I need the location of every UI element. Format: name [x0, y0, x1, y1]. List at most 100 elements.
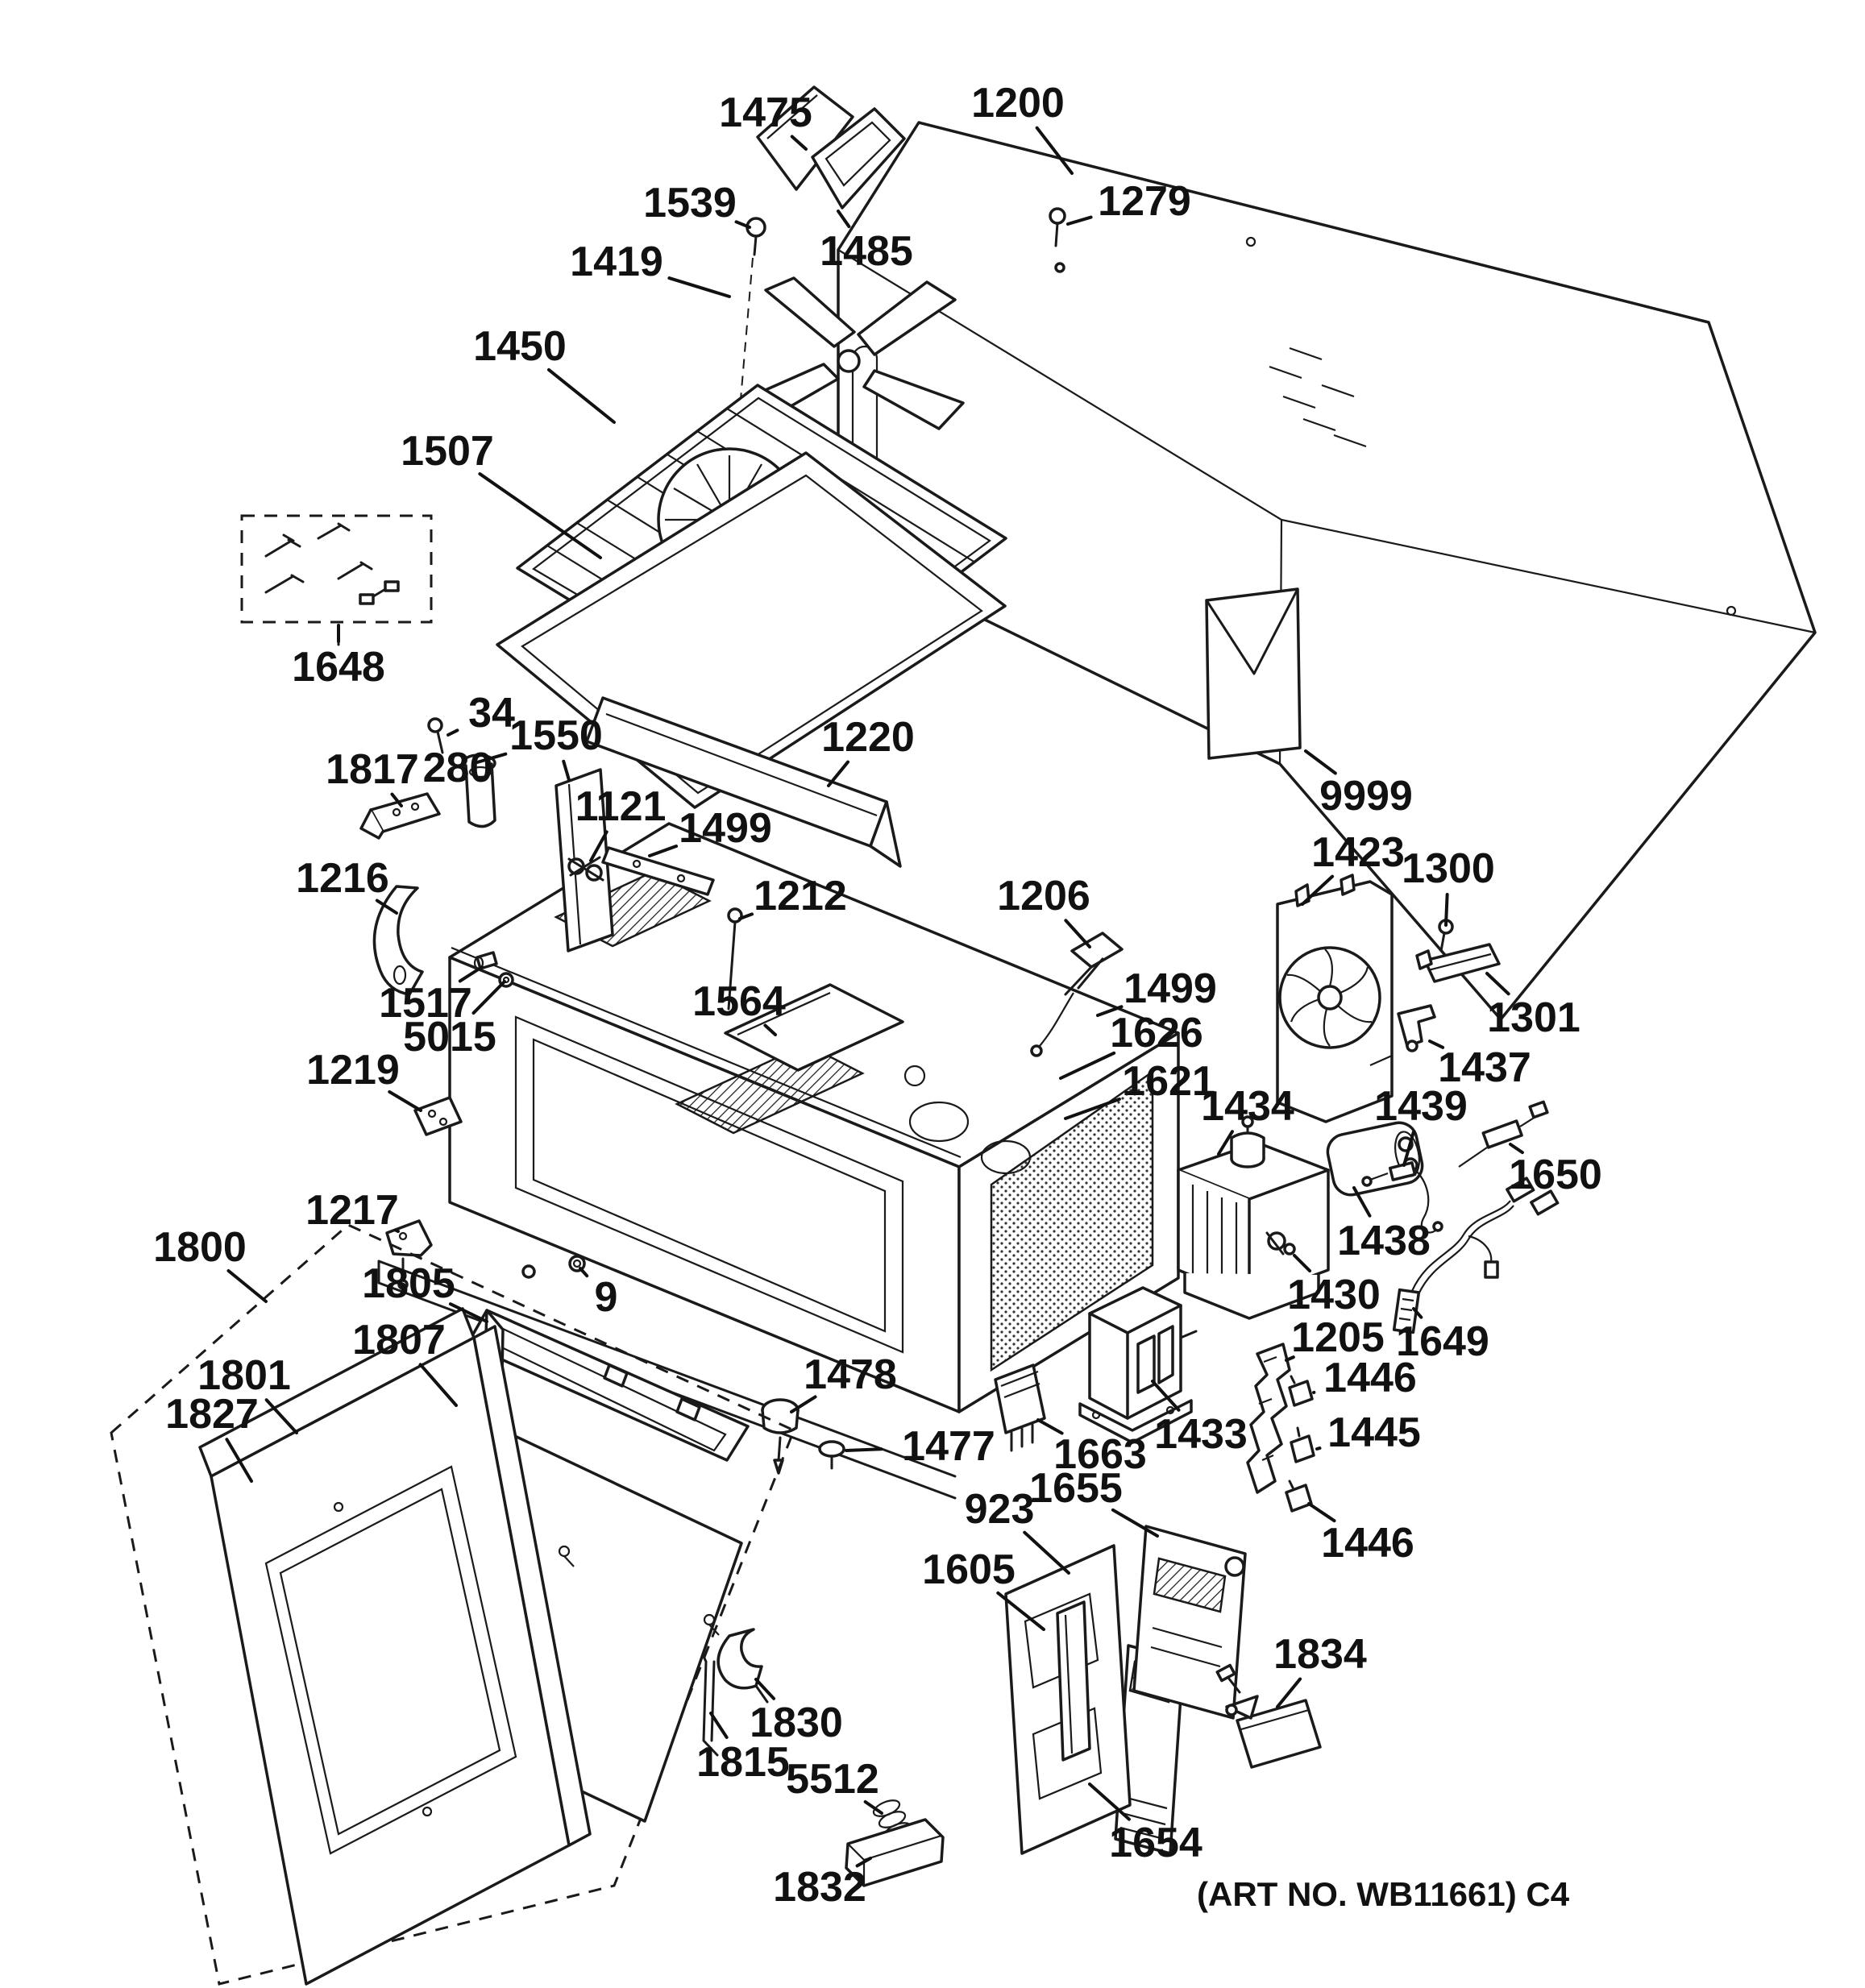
leader-line-5015 — [471, 980, 506, 1015]
leader-line-1827 — [225, 1438, 253, 1483]
roller-1477 — [818, 1440, 845, 1470]
part-label-1817-13: 1817 — [326, 746, 419, 793]
part-label-1517-28: 1517 — [379, 980, 472, 1027]
plate-1301 — [1415, 943, 1501, 983]
leader-line-1800 — [226, 1269, 268, 1303]
part-label-1212-18: 1212 — [754, 873, 847, 919]
leader-line-1805 — [448, 1302, 488, 1323]
leader-line-1430 — [1293, 1254, 1312, 1273]
duct-1220 — [585, 696, 902, 868]
leader-line-34 — [447, 728, 459, 737]
part-label-1663-48: 1663 — [1053, 1431, 1147, 1478]
bracket-1216 — [372, 885, 424, 996]
art-number-text: (ART NO. WB11661) C4 — [1197, 1875, 1570, 1913]
part-label-1217-35: 1217 — [305, 1187, 399, 1234]
part-label-1827-50: 1827 — [165, 1391, 259, 1438]
leader-line-1220 — [827, 760, 850, 787]
nut-9 — [521, 1255, 586, 1279]
part-label-1564-22: 1564 — [692, 978, 786, 1025]
leader-line-1439 — [1402, 1130, 1415, 1167]
part-label-1433-46: 1433 — [1154, 1411, 1248, 1458]
part-label-1446-53: 1446 — [1321, 1520, 1414, 1567]
harness-1649 — [1392, 1177, 1560, 1334]
part-label-1621-27: 1621 — [1122, 1058, 1215, 1105]
part-label-1200-1: 1200 — [971, 80, 1065, 127]
leader-line-1550 — [562, 759, 571, 782]
leader-line-9999 — [1304, 749, 1337, 775]
diode-1650 — [1458, 1100, 1549, 1168]
part-label-5512-58: 5512 — [786, 1756, 879, 1803]
leader-line-1445 — [1315, 1446, 1322, 1451]
part-label-1446-44: 1446 — [1323, 1355, 1417, 1401]
part-label-1438-34: 1438 — [1337, 1218, 1431, 1264]
part-label-1419-3: 1419 — [570, 239, 663, 285]
envelope-part — [1205, 587, 1302, 760]
outer-case-part — [837, 121, 1817, 1021]
leader-line-1605 — [996, 1591, 1045, 1631]
leader-line-1438 — [1352, 1186, 1372, 1218]
leader-line-1300 — [1444, 892, 1449, 927]
leader-line-1212 — [738, 912, 754, 920]
leader-line-1423 — [1301, 874, 1335, 906]
part-label-1475-0: 1475 — [719, 89, 812, 136]
part-label-1499-23: 1499 — [1124, 965, 1217, 1012]
leader-line-1434 — [1217, 1130, 1234, 1156]
leader-line-1219 — [388, 1089, 422, 1112]
door-dashed-outline — [110, 1223, 795, 1986]
leader-line-1663 — [1036, 1418, 1064, 1435]
part-label-9999-9: 9999 — [1319, 773, 1413, 820]
fan-shroud-part — [1276, 874, 1394, 1123]
case-screw — [1049, 207, 1066, 273]
leader-line-1437 — [1428, 1040, 1445, 1049]
part-label-1206-19: 1206 — [997, 873, 1090, 919]
leader-line-1206 — [1064, 919, 1091, 948]
part-label-1805-38: 1805 — [362, 1260, 455, 1307]
part-label-1830-56: 1830 — [750, 1700, 843, 1746]
window-frame-part — [811, 107, 906, 210]
hardware-kit-box — [240, 514, 433, 646]
leader-line-1419 — [667, 276, 731, 298]
leader-line-1279 — [1066, 215, 1093, 226]
leader-line-1200 — [1035, 126, 1074, 175]
cover-plate-part — [756, 85, 854, 191]
part-label-1654-59: 1654 — [1109, 1820, 1202, 1866]
leader-line-1655 — [1111, 1508, 1159, 1538]
fuse-1446-upper — [1288, 1375, 1314, 1407]
case-vent-slots — [1269, 347, 1367, 448]
part-label-1445-49: 1445 — [1327, 1409, 1421, 1456]
leader-line-1499 — [648, 845, 679, 857]
leader-line-9 — [579, 1267, 589, 1278]
part-label-1430-37: 1430 — [1287, 1272, 1381, 1318]
part-label-1477-47: 1477 — [902, 1423, 995, 1470]
part-label-1439-31: 1439 — [1374, 1083, 1468, 1130]
leader-line-1301 — [1485, 972, 1510, 996]
bracket-1817 — [359, 792, 441, 840]
fuse-1445 — [1290, 1426, 1315, 1463]
plate-1219 — [413, 1096, 463, 1136]
leader-line-1121 — [589, 830, 609, 862]
diode-1439 — [1361, 1161, 1443, 1234]
capacitor-part — [1326, 1121, 1424, 1197]
part-label-1121-15: 1121 — [575, 783, 667, 830]
leader-line-1450 — [546, 367, 616, 424]
leader-line-1801 — [264, 1398, 298, 1434]
part-label-1437-26: 1437 — [1438, 1044, 1531, 1091]
part-label-1800-36: 1800 — [153, 1224, 247, 1271]
part-label-1499-16: 1499 — [679, 805, 772, 852]
part-label-1485-4: 1485 — [820, 228, 913, 275]
oven-cavity-part — [448, 822, 1180, 1413]
leader-line-1834 — [1276, 1677, 1302, 1708]
part-label-1205-41: 1205 — [1291, 1314, 1385, 1361]
part-label-1801-45: 1801 — [197, 1352, 291, 1399]
leader-line-1433 — [1151, 1380, 1181, 1412]
leader-line-923 — [1023, 1530, 1070, 1575]
leader-line-1650 — [1509, 1143, 1524, 1155]
part-label-1434-30: 1434 — [1201, 1083, 1294, 1130]
leader-line-1507 — [478, 472, 602, 559]
part-label-1807-42: 1807 — [352, 1317, 446, 1363]
magnetron-part — [1177, 1115, 1330, 1320]
part-label-1815-57: 1815 — [696, 1739, 790, 1786]
